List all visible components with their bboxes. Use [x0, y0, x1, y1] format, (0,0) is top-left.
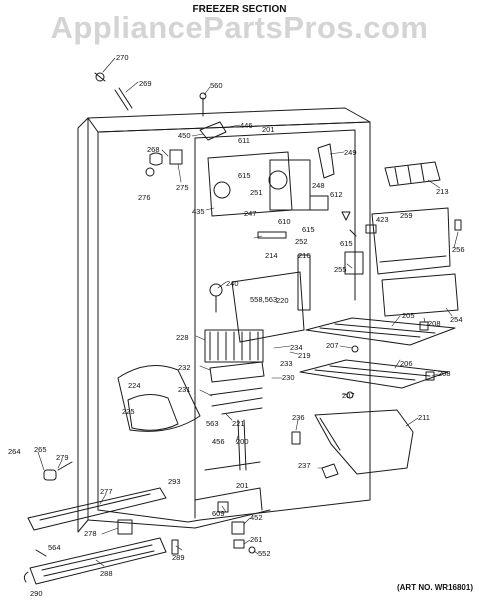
- part-label-211: 211: [418, 413, 430, 422]
- part-label-269: 269: [139, 79, 152, 88]
- part-graphics: [23, 72, 462, 585]
- part-label-289: 289: [172, 553, 185, 562]
- part-label-216: 216: [298, 251, 311, 260]
- part-label-268: 268: [147, 145, 160, 154]
- part-label-563: 563: [206, 419, 219, 428]
- part-label-609: 609: [212, 509, 225, 518]
- part-label-456: 456: [212, 437, 225, 446]
- part-label-224: 224: [128, 381, 141, 390]
- part-label-612: 612: [330, 190, 343, 199]
- art-number: (ART NO. WR16801): [396, 583, 473, 592]
- part-label-270: 270: [116, 53, 129, 62]
- part-label-259: 259: [400, 211, 413, 220]
- part-label-611: 611: [238, 136, 250, 145]
- part-label-423: 423: [376, 215, 389, 224]
- part-label-208: 208: [438, 369, 451, 378]
- part-label-615: 615: [340, 239, 353, 248]
- part-label-201: 201: [236, 481, 249, 490]
- part-label-201: 201: [262, 125, 275, 134]
- part-label-290: 290: [30, 589, 43, 598]
- part-label-279: 279: [56, 453, 69, 462]
- part-label-232: 232: [178, 363, 191, 372]
- part-label-251: 251: [250, 188, 263, 197]
- part-label-558-563: 558,563: [250, 295, 277, 304]
- part-label-564: 564: [48, 543, 61, 552]
- part-labels: 270 269 560 446 450 611 201 268 275 276 …: [8, 53, 465, 598]
- part-label-252: 252: [295, 237, 308, 246]
- watermark: AppliancePartsPros.com: [50, 10, 429, 45]
- part-label-228: 228: [176, 333, 189, 342]
- part-label-231: 231: [178, 385, 191, 394]
- part-label-247: 247: [244, 209, 257, 218]
- part-label-256: 256: [452, 245, 465, 254]
- part-label-615: 615: [238, 171, 251, 180]
- part-label-248: 248: [312, 181, 325, 190]
- part-label-254: 254: [450, 315, 463, 324]
- part-label-208: 208: [428, 319, 441, 328]
- part-label-277: 277: [100, 487, 113, 496]
- part-label-276: 276: [138, 193, 151, 202]
- part-label-237: 237: [298, 461, 311, 470]
- part-label-255: 255: [334, 265, 347, 274]
- part-label-552: 552: [258, 549, 271, 558]
- part-label-236: 236: [292, 413, 305, 422]
- part-label-293: 293: [168, 477, 181, 486]
- part-label-205: 205: [402, 311, 415, 320]
- cabinet-shell: [77, 107, 371, 533]
- part-label-249: 249: [344, 148, 357, 157]
- part-label-264: 264: [8, 447, 21, 456]
- part-label-214: 214: [265, 251, 278, 260]
- part-label-225: 225: [122, 407, 135, 416]
- part-label-261: 261: [250, 535, 263, 544]
- part-label-452: 452: [250, 513, 263, 522]
- part-label-200: 200: [236, 437, 249, 446]
- part-label-278: 278: [84, 529, 97, 538]
- part-label-610: 610: [278, 217, 291, 226]
- part-label-435: 435: [192, 207, 205, 216]
- part-label-275: 275: [176, 183, 189, 192]
- part-label-207: 207: [326, 341, 339, 350]
- part-label-221: 221: [232, 419, 245, 428]
- part-label-615: 615: [302, 225, 315, 234]
- part-label-234: 234: [290, 343, 303, 352]
- part-label-233: 233: [280, 359, 293, 368]
- part-label-446: 446: [240, 121, 253, 130]
- part-label-206: 206: [400, 359, 413, 368]
- part-label-450: 450: [178, 131, 191, 140]
- leader-lines: [37, 57, 459, 567]
- part-label-219: 219: [298, 351, 311, 360]
- part-label-560: 560: [210, 81, 223, 90]
- part-label-240: 240: [226, 279, 239, 288]
- part-label-213: 213: [436, 187, 449, 196]
- part-label-207: 207: [342, 391, 355, 400]
- part-label-230: 230: [282, 373, 295, 382]
- part-label-265: 265: [34, 445, 47, 454]
- part-label-288: 288: [100, 569, 113, 578]
- page-title: FREEZER SECTION: [192, 4, 287, 15]
- part-label-220: 220: [276, 296, 289, 305]
